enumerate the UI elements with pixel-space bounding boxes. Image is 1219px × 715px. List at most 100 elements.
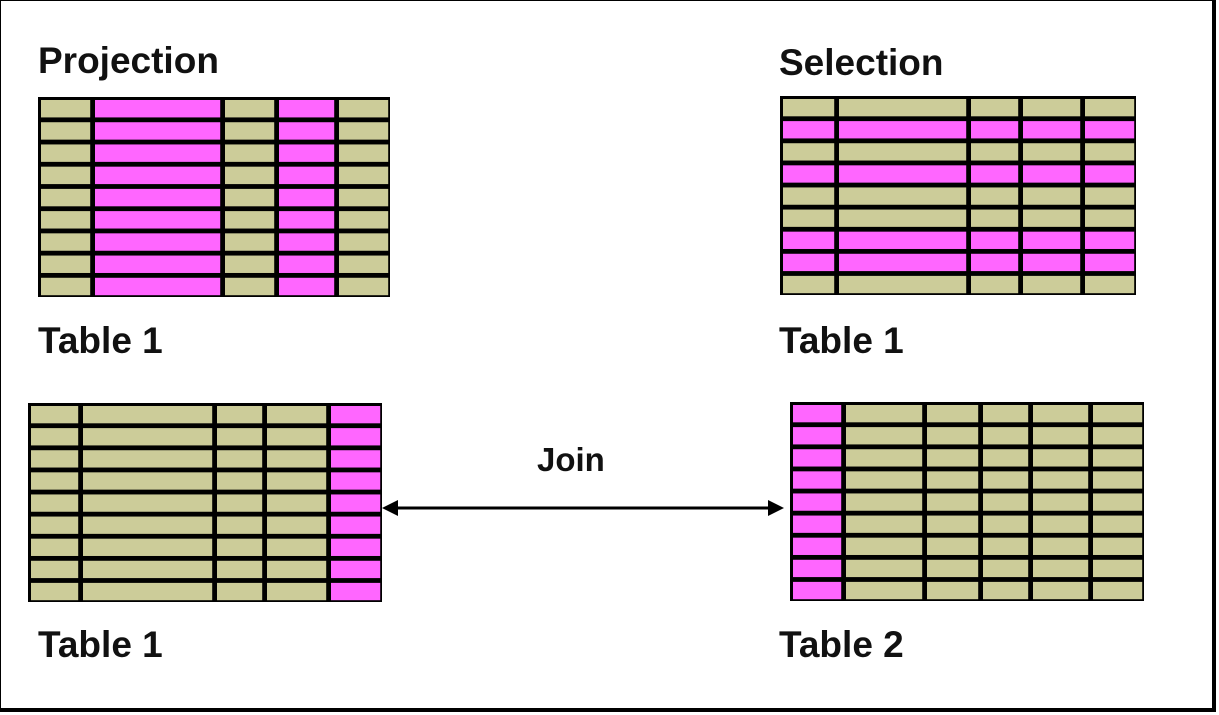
table-cell (267, 450, 327, 468)
table-cell (839, 187, 967, 205)
highlighted-cell (279, 211, 335, 229)
join-arrow-head-right (768, 500, 784, 516)
highlighted-cell (331, 494, 381, 512)
highlighted-cell (331, 428, 381, 446)
table-cell (83, 582, 213, 601)
table-cell (1085, 275, 1135, 294)
table-cell (839, 143, 967, 161)
table-cell (1093, 449, 1143, 467)
highlighted-cell (1023, 253, 1081, 272)
table-cell (1033, 405, 1089, 423)
table-cell (225, 166, 275, 185)
table-cell (983, 405, 1029, 423)
table-cell (83, 428, 213, 446)
highlighted-cell (1085, 253, 1135, 272)
highlighted-cell (783, 121, 835, 139)
table-cell (783, 209, 835, 227)
table-cell (31, 428, 79, 446)
table-cell (217, 494, 263, 512)
table-cell (1033, 537, 1089, 555)
table-cell (927, 449, 979, 467)
table-cell (1023, 99, 1081, 117)
table-cell (783, 143, 835, 161)
highlighted-cell (793, 581, 842, 600)
table-cell (1093, 471, 1143, 489)
highlighted-cell (1023, 165, 1081, 183)
table-cell (31, 560, 79, 579)
table-cell (217, 450, 263, 468)
highlighted-cell (95, 277, 221, 296)
highlighted-cell (279, 122, 335, 140)
table-cell (31, 472, 79, 490)
table-cell (1085, 143, 1135, 161)
highlighted-cell (971, 231, 1019, 249)
table-cell (217, 406, 263, 424)
highlighted-cell (793, 493, 842, 511)
table-cell (846, 581, 923, 600)
table-cell (31, 516, 79, 534)
table-cell (267, 538, 327, 556)
table-cell (339, 166, 389, 185)
table-cell (971, 209, 1019, 227)
highlighted-cell (793, 559, 842, 578)
table-cell (83, 450, 213, 468)
table-cell (217, 516, 263, 534)
join-label: Join (537, 441, 605, 478)
join-arrow (382, 500, 784, 516)
highlighted-cell (331, 472, 381, 490)
table-cell (267, 472, 327, 490)
table-cell (339, 122, 389, 140)
highlighted-cell (331, 406, 381, 424)
join-arrow-head-left (382, 500, 398, 516)
table-cell (846, 427, 923, 445)
table-cell (1093, 405, 1143, 423)
table-cell (839, 209, 967, 227)
table-cell (225, 211, 275, 229)
highlighted-cell (331, 582, 381, 601)
highlighted-cell (95, 166, 221, 185)
table-cell (839, 99, 967, 117)
table-cell (41, 211, 91, 229)
highlighted-cell (839, 231, 967, 249)
highlighted-cell (839, 253, 967, 272)
highlighted-cell (783, 231, 835, 249)
table-cell (1033, 493, 1089, 511)
table-cell (339, 211, 389, 229)
table-cell (31, 406, 79, 424)
table-cell (41, 277, 91, 296)
highlighted-cell (1085, 121, 1135, 139)
highlighted-cell (783, 253, 835, 272)
table-cell (983, 559, 1029, 578)
projection-caption: Table 1 (38, 320, 163, 361)
table-cell (339, 144, 389, 162)
highlighted-cell (1085, 165, 1135, 183)
table-cell (339, 100, 389, 118)
table-cell (783, 275, 835, 294)
table-cell (339, 233, 389, 251)
table-cell (1093, 581, 1143, 600)
highlighted-cell (279, 144, 335, 162)
table-cell (31, 494, 79, 512)
table-cell (1093, 427, 1143, 445)
table-cell (1033, 559, 1089, 578)
table-cell (927, 559, 979, 578)
highlighted-cell (331, 516, 381, 534)
table-cell (983, 471, 1029, 489)
table-cell (971, 275, 1019, 294)
table-cell (1023, 275, 1081, 294)
table-cell (1023, 143, 1081, 161)
table-cell (83, 406, 213, 424)
table-cell (927, 581, 979, 600)
table-cell (41, 233, 91, 251)
table-cell (267, 494, 327, 512)
table-cell (267, 516, 327, 534)
table-cell (846, 559, 923, 578)
table-cell (846, 515, 923, 533)
table-cell (217, 472, 263, 490)
table-cell (983, 427, 1029, 445)
highlighted-cell (793, 449, 842, 467)
table-cell (927, 427, 979, 445)
highlighted-cell (971, 121, 1019, 139)
table-cell (846, 405, 923, 423)
table-cell (1033, 471, 1089, 489)
